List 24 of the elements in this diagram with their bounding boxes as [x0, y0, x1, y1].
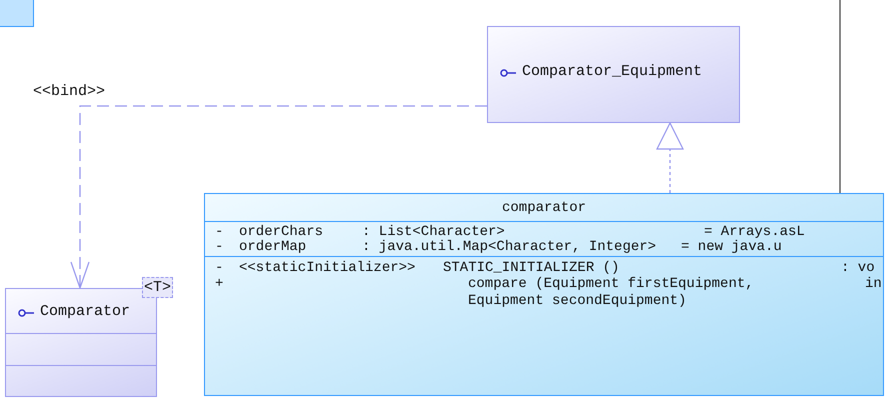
attribute-name: orderChars [239, 224, 324, 240]
return-type: : vo [841, 260, 875, 276]
operation-signature: compare (Equipment firstEquipment, Equipment secondEquipment) [468, 276, 755, 310]
dependency-arrow [70, 105, 487, 289]
interface-name: Comparator [40, 303, 130, 320]
interface-box [487, 26, 740, 123]
initial-value: = new java.u [681, 239, 782, 256]
interface-name: Comparator_Equipment [522, 63, 702, 80]
visibility-marker: - [215, 260, 224, 277]
box-shape [0, 0, 34, 27]
visibility-marker: - [215, 224, 224, 241]
type-parameter: <T> [142, 277, 174, 298]
stereotype: <<staticInitializer>> [239, 260, 416, 277]
operation-name: STATIC_INITIALIZER () [443, 260, 620, 276]
initial-value: = Arrays.asL [704, 224, 805, 240]
class-name: comparator [500, 200, 587, 217]
visibility-marker: + [215, 276, 224, 293]
return-type: in [865, 276, 882, 293]
attribute-type: : List<Character> [362, 224, 505, 240]
realization-arrow [656, 122, 684, 193]
class-box [204, 193, 884, 396]
visibility-marker: - [215, 239, 224, 256]
attribute-type: : java.util.Map<Character, Integer> [362, 239, 656, 256]
attribute-name: orderMap [239, 239, 306, 256]
